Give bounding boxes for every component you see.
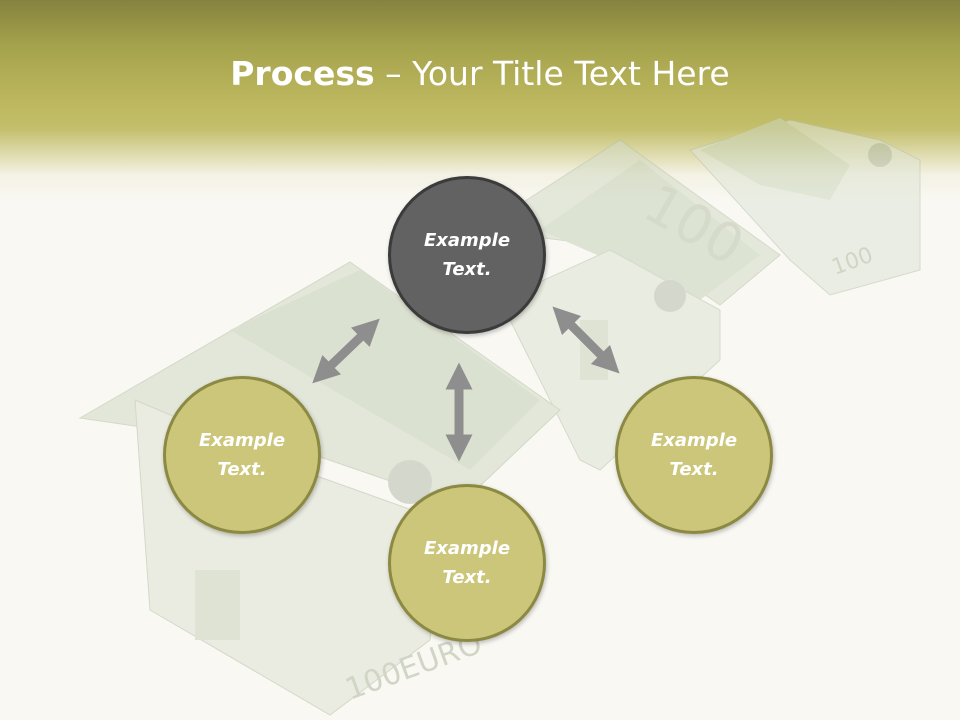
process-node-left: Example Text. bbox=[163, 376, 321, 534]
process-node-bottom-text: Example Text. bbox=[423, 538, 511, 588]
title-rest: – Your Title Text Here bbox=[374, 54, 730, 93]
process-node-top-text: Example Text. bbox=[423, 230, 511, 280]
process-node-right-text: Example Text. bbox=[650, 430, 738, 480]
process-node-right: Example Text. bbox=[615, 376, 773, 534]
arrow-top-right bbox=[552, 306, 620, 374]
process-node-top: Example Text. bbox=[388, 176, 546, 334]
arrow-top-left bbox=[312, 318, 380, 384]
process-node-left-text: Example Text. bbox=[198, 430, 286, 480]
process-node-bottom: Example Text. bbox=[388, 484, 546, 642]
title-bold: Process bbox=[230, 54, 375, 93]
slide-title: Process – Your Title Text Here bbox=[0, 52, 960, 96]
